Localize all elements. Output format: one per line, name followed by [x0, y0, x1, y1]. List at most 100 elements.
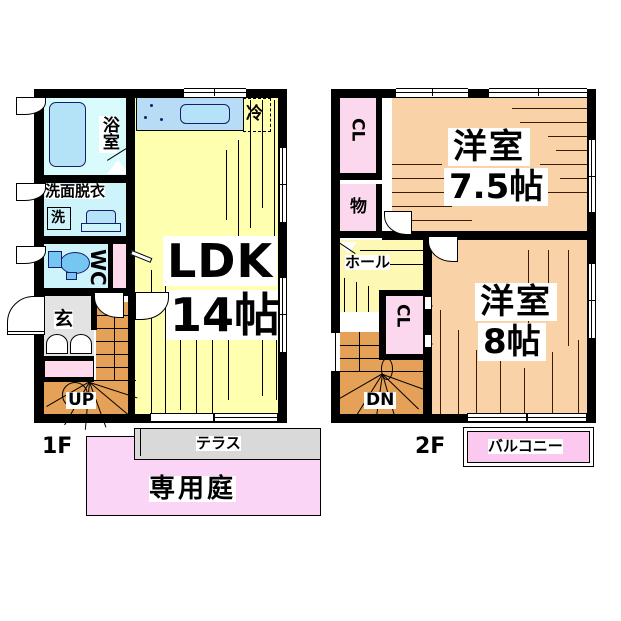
closet-2-door-line-top [424, 296, 432, 310]
stove-burner-dot [144, 116, 147, 119]
washing-machine [47, 207, 71, 230]
floor-1-label: 1F [42, 434, 73, 459]
ldk-texture-line [262, 300, 263, 396]
stove-burner-dot [150, 104, 153, 107]
wall-1f-shoecab-top [34, 356, 94, 361]
entrance-step-arc-right [70, 334, 92, 354]
bedroom2-texture-line [568, 250, 569, 346]
bedroom2-texture-line [458, 330, 459, 418]
wall-1f-ldk-divider [126, 89, 135, 295]
ldk-texture-line [274, 100, 275, 250]
window-mullion-center [588, 176, 596, 177]
bedroom-8-label: 洋室 [475, 283, 557, 321]
bathtub [49, 102, 86, 167]
ldk-texture-line [262, 100, 263, 208]
bedroom2-texture-line [552, 352, 553, 418]
balcony-label: バルコニー [488, 437, 563, 455]
bedroom-7-5-label: 洋室 [448, 128, 530, 166]
closet-1 [340, 96, 378, 174]
entrance-label: 玄 [54, 308, 74, 330]
bedroom1-texture-line [392, 164, 442, 165]
toilet-base [66, 272, 77, 280]
window-mullion [282, 278, 283, 352]
window-mullion-center [432, 88, 433, 96]
hall-label: ホール [345, 253, 391, 271]
wall-2f-cl2-bottom [379, 354, 427, 360]
stair-rail-curve-2f [381, 358, 393, 380]
stair-handrail-line [114, 302, 115, 380]
washing-machine-label: 洗 [51, 210, 65, 226]
wall-1f-right [278, 89, 287, 423]
ldk-texture-line [180, 300, 181, 410]
ldk-size-label: 14帖 [166, 290, 285, 340]
wall-2f-bottom [331, 414, 596, 423]
stair-tread-line [96, 328, 134, 329]
wall-2f-hall-right [423, 240, 432, 423]
bedroom1-texture-line [512, 108, 596, 109]
closet-1-label: CL [348, 118, 368, 144]
stove-burner-dot [160, 118, 163, 121]
bedroom-8-size-label: 8帖 [478, 323, 546, 361]
closet-2 [385, 294, 423, 356]
stair-tread-line [96, 354, 134, 355]
bedroom1-texture-line [392, 192, 464, 193]
washroom-label: 洗面脱衣 [45, 182, 106, 200]
entrance-door-swing[interactable] [7, 296, 45, 334]
ldk-texture-line [250, 100, 251, 228]
toilet-label: WC [86, 249, 110, 289]
closet-2-label-text: CL [392, 304, 413, 328]
window-mullion-center [214, 88, 215, 96]
wall-1f-stair-top [34, 377, 94, 382]
hall-texture-line [360, 250, 426, 251]
garden-label: 専用庭 [149, 474, 237, 504]
bedroom1-texture-line [548, 136, 596, 137]
stair-tread-line-2f [337, 371, 423, 372]
wall-1f-stairwall [128, 296, 135, 422]
window-mullion-center [279, 184, 287, 185]
window-mullion [184, 92, 246, 93]
kitchen-sink [180, 104, 230, 124]
stairs-down-label: DN [364, 390, 397, 410]
bedroom2-texture-line [476, 350, 477, 418]
ldk-texture-line [228, 330, 229, 400]
wall-1f-top [34, 89, 287, 98]
wall-1f-genkan-right [91, 296, 97, 330]
wall-1f-wc-right [108, 244, 113, 290]
window-1f-kitchen [184, 88, 246, 98]
floor-2-label: 2F [415, 434, 446, 459]
bedroom1-texture-line [556, 150, 596, 151]
hall-texture-line [344, 278, 345, 312]
bedroom1-texture-line [392, 220, 472, 221]
stair-handrail-line-2f [359, 332, 360, 372]
balcony-outer-frame [463, 427, 594, 467]
bedroom1-texture-line [520, 122, 596, 123]
entrance-step-arc-left [46, 334, 68, 354]
bedroom2-texture-line [440, 310, 441, 418]
bedroom1-texture-line [392, 206, 452, 207]
window-mullion-center [538, 88, 539, 96]
window-1f-ldk-upper [279, 148, 287, 222]
wall-2f-left [331, 89, 340, 423]
toilet-tank [48, 251, 62, 268]
wall-1f-wash-bottom [34, 236, 135, 244]
bedroom-7-5-size-label: 7.5帖 [444, 168, 549, 206]
sliding-door-1f-terrace[interactable] [150, 413, 214, 422]
bedroom1-texture-line [392, 178, 458, 179]
wall-2f-closet-bottom [331, 173, 382, 180]
window-mullion [335, 332, 336, 372]
bedroom2-texture-line [500, 360, 501, 418]
entrance-door-leaf[interactable] [7, 331, 45, 335]
stair-tread-line [96, 341, 134, 342]
closet-2-label: CL [392, 304, 413, 330]
window-mullion-center [588, 300, 596, 301]
stair-tread-line-2f [337, 358, 385, 359]
bedroom1-texture-line [540, 164, 596, 165]
wall-1f-wc-bottom [34, 288, 135, 296]
ldk-texture-line [151, 270, 152, 420]
wall-2f-right [587, 89, 596, 423]
stair-tread-line [96, 367, 134, 368]
window-2f-bedroom2-side [588, 264, 596, 338]
ldk-label: LDK [163, 236, 278, 286]
wall-2f-storage-bottom [331, 231, 382, 238]
